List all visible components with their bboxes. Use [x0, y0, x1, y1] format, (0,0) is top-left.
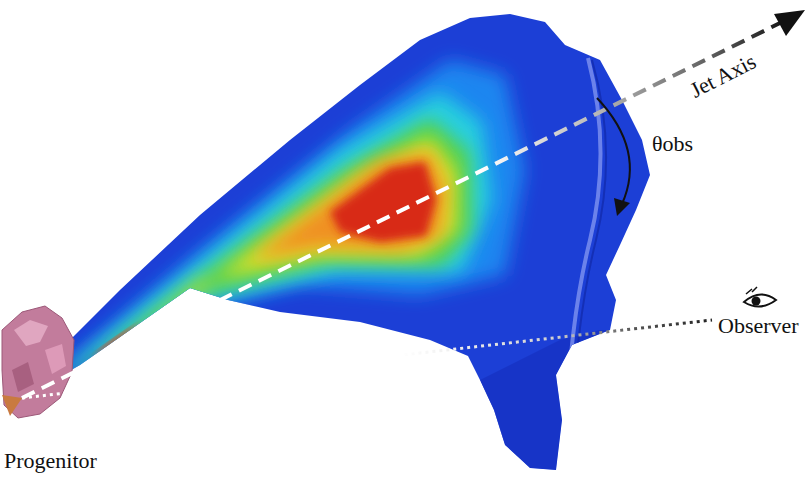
observer-label: Observer — [718, 314, 799, 338]
observer-line — [22, 320, 712, 398]
angle-label: θobs — [652, 132, 693, 156]
jet-density — [30, 58, 610, 470]
jet-axis-arrowhead — [774, 10, 805, 36]
progenitor-star — [2, 306, 74, 418]
angle-arc — [597, 98, 630, 204]
jet-envelope — [22, 14, 650, 470]
jet-axis-line — [22, 22, 782, 398]
progenitor-label: Progenitor — [4, 449, 97, 473]
observer-eye — [744, 287, 776, 307]
angle-arrowhead — [614, 198, 630, 216]
axis-label: Jet Axis — [686, 49, 760, 102]
